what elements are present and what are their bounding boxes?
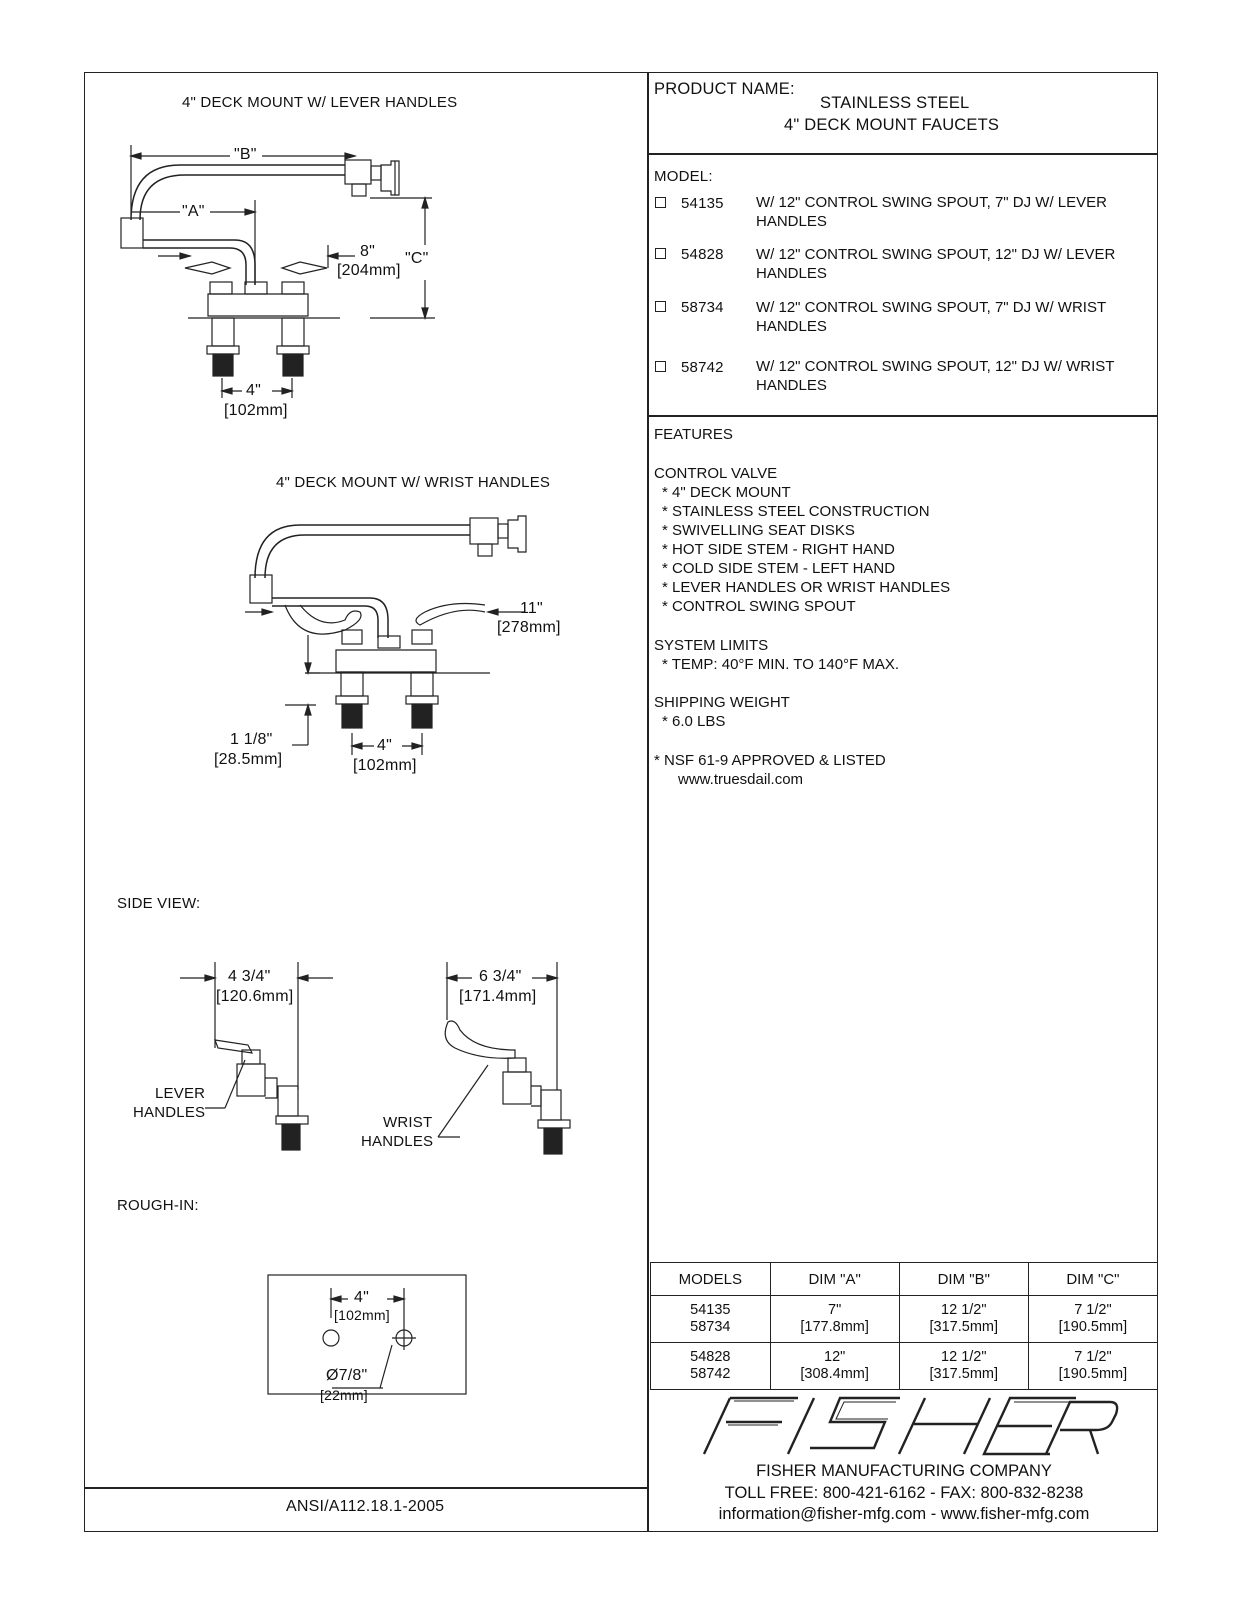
cv-item: * 4" DECK MOUNT — [662, 484, 791, 501]
lever-dim-c: "C" — [405, 250, 429, 267]
wrist-dim-one-eighth-mm: [28.5mm] — [214, 751, 283, 768]
lever-dim-four-mm: [102mm] — [224, 402, 288, 419]
model-checkbox-58734[interactable] — [655, 301, 666, 312]
fisher-logo — [702, 1396, 1119, 1456]
wrist-dim-four-mm: [102mm] — [353, 757, 417, 774]
model-divider — [648, 415, 1158, 417]
cell-dim-b: 12 1/2"[317.5mm] — [898, 1342, 1029, 1390]
header-dim-c: DIM "C" — [1027, 1262, 1159, 1296]
model-checkbox-54135[interactable] — [655, 197, 666, 208]
wrist-dim-four: 4" — [377, 737, 392, 754]
cell-dim-a: 12"[308.4mm] — [769, 1342, 900, 1390]
company-contact: information@fisher-mfg.com - www.fisher-… — [718, 1505, 1090, 1523]
header-models: MODELS — [650, 1262, 771, 1296]
sl-item: * TEMP: 40°F MIN. TO 140°F MAX. — [662, 656, 900, 673]
model-number-54135: 54135 — [681, 195, 724, 212]
side-wrist-width-mm: [171.4mm] — [459, 988, 537, 1005]
lever-dim-four: 4" — [246, 382, 261, 399]
lever-dim-a: "A" — [182, 203, 205, 220]
left-footer-divider — [84, 1487, 648, 1489]
lever-dim-eight: 8" — [360, 243, 375, 260]
side-lever-label-2: HANDLES — [133, 1104, 206, 1121]
model-number-58742: 58742 — [681, 359, 724, 376]
model-checkbox-54828[interactable] — [655, 248, 666, 259]
table-header-row: MODELS DIM "A" DIM "B" DIM "C" — [650, 1262, 1159, 1296]
model-desc-54828-2: HANDLES — [756, 265, 827, 282]
side-lever-width-mm: [120.6mm] — [216, 988, 294, 1005]
shipping-weight-heading: SHIPPING WEIGHT — [654, 694, 790, 711]
ansi-standard: ANSI/A112.18.1-2005 — [286, 1498, 445, 1515]
cv-item: * CONTROL SWING SPOUT — [662, 598, 856, 615]
lever-dim-b: "B" — [234, 146, 257, 163]
model-desc-58734-1: W/ 12" CONTROL SWING SPOUT, 7" DJ W/ WRI… — [756, 299, 1107, 316]
model-desc-54135-1: W/ 12" CONTROL SWING SPOUT, 7" DJ W/ LEV… — [756, 194, 1107, 211]
rough-in-four: 4" — [354, 1289, 369, 1306]
side-lever-label-1: LEVER — [155, 1085, 206, 1102]
cell-dim-b: 12 1/2"[317.5mm] — [898, 1295, 1029, 1343]
product-name-line-2: 4" DECK MOUNT FAUCETS — [784, 116, 1000, 134]
model-desc-54135-2: HANDLES — [756, 213, 827, 230]
model-desc-58742-1: W/ 12" CONTROL SWING SPOUT, 12" DJ W/ WR… — [756, 358, 1115, 375]
lever-drawing-title: 4" DECK MOUNT W/ LEVER HANDLES — [182, 94, 458, 111]
nsf-url: www.truesdail.com — [678, 771, 804, 788]
drawing-sheet — [84, 72, 1158, 1532]
rough-in-label: ROUGH-IN: — [117, 1197, 199, 1214]
rough-in-four-mm: [102mm] — [334, 1307, 390, 1323]
features-label: FEATURES — [654, 426, 733, 443]
cv-item: * LEVER HANDLES OR WRIST HANDLES — [662, 579, 951, 596]
cell-dim-c: 7 1/2"[190.5mm] — [1027, 1342, 1159, 1390]
wrist-drawing-title: 4" DECK MOUNT W/ WRIST HANDLES — [276, 474, 551, 491]
model-label: MODEL: — [654, 168, 713, 185]
side-wrist-width: 6 3/4" — [479, 968, 522, 985]
wrist-dim-eleven-mm: [278mm] — [497, 619, 561, 636]
company-name: FISHER MANUFACTURING COMPANY — [756, 1462, 1052, 1480]
control-valve-heading: CONTROL VALVE — [654, 465, 778, 482]
cell-dim-a: 7"[177.8mm] — [769, 1295, 900, 1343]
company-phone: TOLL FREE: 800-421-6162 - FAX: 800-832-8… — [724, 1484, 1084, 1502]
sw-item: * 6.0 LBS — [662, 713, 726, 730]
nsf-listing: * NSF 61-9 APPROVED & LISTED — [654, 752, 886, 769]
cv-item: * COLD SIDE STEM - LEFT HAND — [662, 560, 896, 577]
model-number-58734: 58734 — [681, 299, 724, 316]
model-desc-58742-2: HANDLES — [756, 377, 827, 394]
center-divider — [647, 72, 649, 1532]
product-name-line-1: STAINLESS STEEL — [820, 94, 970, 112]
side-wrist-label-1: WRIST — [383, 1114, 433, 1131]
model-checkbox-58742[interactable] — [655, 361, 666, 372]
model-desc-58734-2: HANDLES — [756, 318, 827, 335]
lever-dim-eight-mm: [204mm] — [337, 262, 401, 279]
wrist-dim-eleven: 11" — [520, 600, 543, 617]
rough-in-diameter-mm: [22mm] — [320, 1387, 368, 1403]
model-number-54828: 54828 — [681, 246, 724, 263]
product-name-label: PRODUCT NAME: — [654, 80, 795, 98]
cv-item: * SWIVELLING SEAT DISKS — [662, 522, 855, 539]
model-desc-54828-1: W/ 12" CONTROL SWING SPOUT, 12" DJ W/ LE… — [756, 246, 1116, 263]
wrist-dim-one-eighth: 1 1/8" — [230, 731, 273, 748]
side-lever-width: 4 3/4" — [228, 968, 271, 985]
product-divider — [648, 153, 1158, 155]
cell-dim-c: 7 1/2"[190.5mm] — [1027, 1295, 1159, 1343]
side-wrist-label-2: HANDLES — [361, 1133, 434, 1150]
header-dim-b: DIM "B" — [898, 1262, 1029, 1296]
header-dim-a: DIM "A" — [769, 1262, 900, 1296]
rough-in-diameter: Ø7/8" — [326, 1367, 368, 1384]
system-limits-heading: SYSTEM LIMITS — [654, 637, 769, 654]
cv-item: * HOT SIDE STEM - RIGHT HAND — [662, 541, 895, 558]
cv-item: * STAINLESS STEEL CONSTRUCTION — [662, 503, 930, 520]
side-view-label: SIDE VIEW: — [117, 895, 201, 912]
